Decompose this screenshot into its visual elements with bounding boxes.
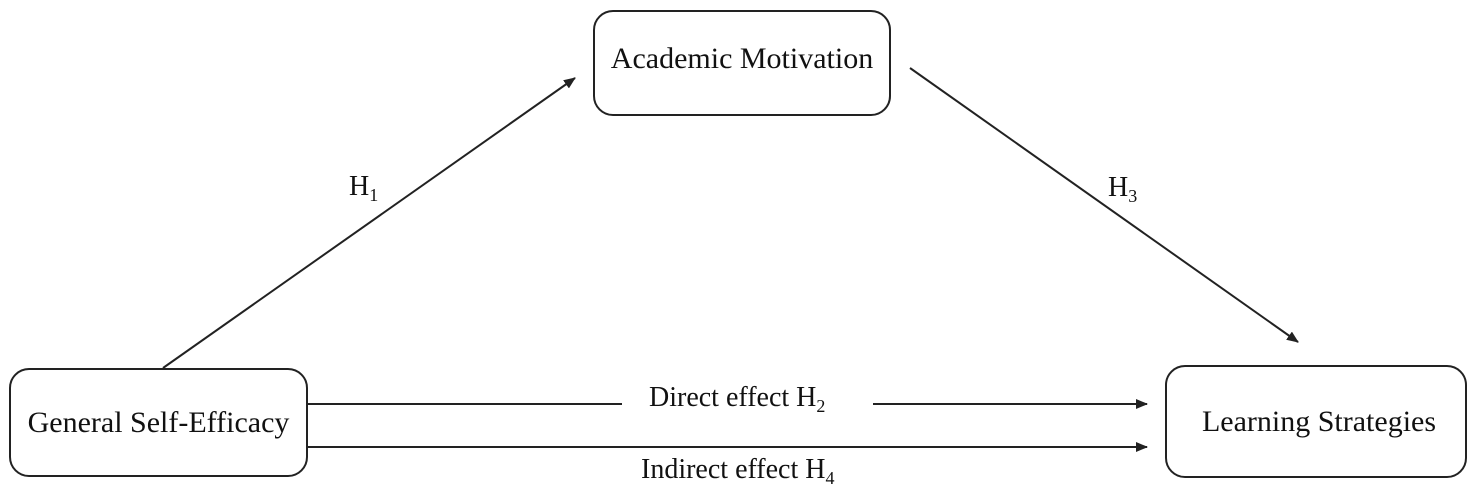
label-indirect-effect: Indirect effect H4 [641,454,835,487]
arrow-h3 [909,67,1299,343]
label-direct-effect: Direct effect H2 [643,382,832,415]
label-indirect-effect-text: Indirect effect H [641,454,826,485]
label-h1: H1 [349,171,379,204]
label-direct-effect-text: Direct effect H [649,382,817,413]
node-general-self-efficacy-label: General Self-Efficacy [27,405,290,439]
label-h3-letter: H [1108,172,1129,203]
label-direct-effect-subscript: 2 [816,396,826,416]
node-learning-strategies-label: Learning Strategies [1201,404,1437,438]
label-indirect-effect-subscript: 4 [825,468,835,488]
label-h3: H3 [1108,172,1138,205]
node-general-self-efficacy: General Self-Efficacy [9,368,308,477]
label-h3-subscript: 3 [1128,186,1138,206]
node-learning-strategies: Learning Strategies [1165,365,1467,478]
node-academic-motivation-label: Academic Motivation [610,42,874,75]
node-academic-motivation: Academic Motivation [593,10,891,116]
label-h1-letter: H [349,171,370,202]
label-h1-subscript: 1 [369,185,379,205]
arrow-h1 [162,77,576,369]
